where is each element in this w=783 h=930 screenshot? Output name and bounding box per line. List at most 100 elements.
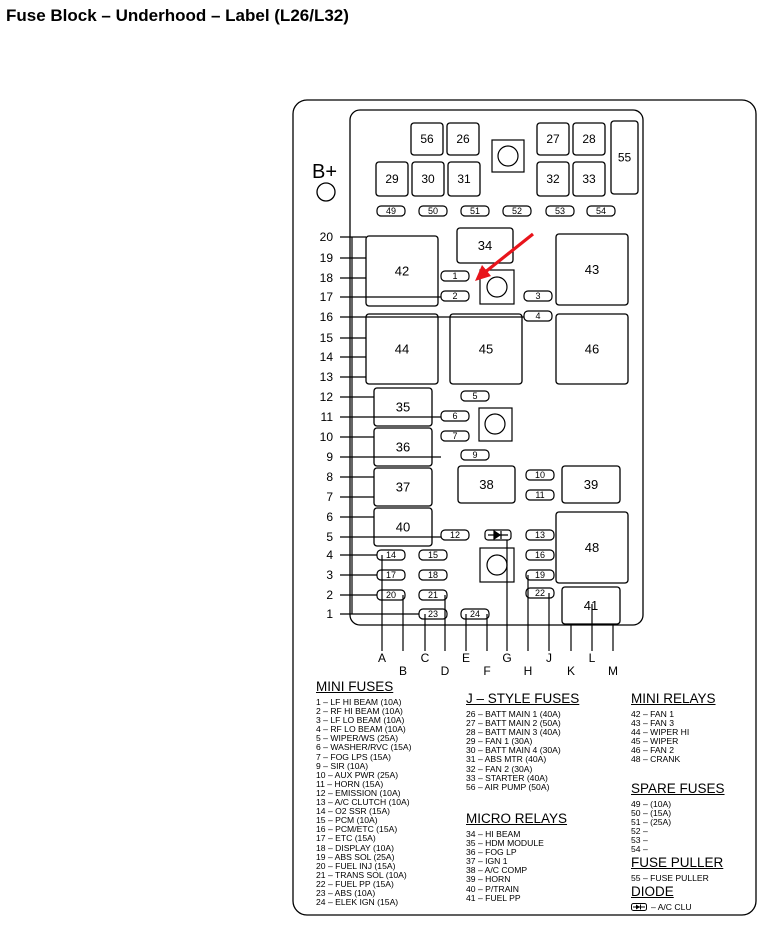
relay-box-28: [572, 122, 606, 156]
mini-fuse-label: 49: [386, 206, 396, 216]
mini-fuse-label: 2: [452, 291, 457, 301]
relay-box-27: [536, 122, 570, 156]
relay-box-label: 38: [479, 477, 493, 492]
relay-box-37: [373, 467, 433, 507]
relay-box-label: 44: [395, 342, 409, 357]
relay-box-45: [449, 313, 523, 385]
legend-micro-relay-item: 40 – P/TRAIN: [466, 883, 520, 894]
relay-box-36: [373, 427, 433, 467]
legend-mini-relay-item: 45 – WIPER: [631, 736, 679, 747]
callout-letter-A: A: [378, 651, 386, 665]
diode-icon: [484, 529, 512, 541]
relay-box-label: 55: [618, 151, 632, 165]
legend-mini-fuse-item: 23 – ABS (10A): [316, 887, 376, 898]
legend-mini-fuse-item: 19 – ABS SOL (25A): [316, 851, 395, 862]
legend-mini-fuse-item: 1 – LF HI BEAM (10A): [316, 697, 402, 707]
legend-mini-relay-item: 44 – WIPER HI: [631, 727, 690, 738]
mini-fuse-label: 22: [535, 588, 545, 598]
callout-letter-K: K: [567, 664, 575, 678]
legend-micro-relay-item: 35 – HDM MODULE: [466, 838, 544, 849]
relay-box-42: [365, 235, 439, 307]
legend-j-style-fuse-item: 30 – BATT MAIN 4 (30A): [466, 745, 561, 756]
legend-spare-fuse-item: 51 – (25A): [631, 817, 672, 828]
fuse-block-outline: [349, 109, 644, 626]
callout-letter-J: J: [546, 651, 552, 665]
relay-box-label: 36: [396, 440, 410, 455]
callout-letter-B: B: [399, 664, 407, 678]
callout-number-12: 12: [320, 390, 334, 404]
callout-number-2: 2: [326, 588, 333, 602]
legend-micro-relay-item: 38 – A/C COMP: [466, 865, 528, 876]
legend-fuse-puller: FUSE PULLER 55 – FUSE PULLER: [631, 855, 723, 883]
mini-fuse-3: [523, 290, 553, 302]
legend-diode-item: – A/C CLU: [651, 902, 692, 912]
mini-fuse-label: 13: [535, 530, 545, 540]
callout-letter-L: L: [589, 651, 596, 665]
relay-box-label: 37: [396, 480, 410, 495]
mini-fuse-7: [440, 430, 470, 442]
callout-number-13: 13: [320, 370, 334, 384]
mini-fuse-label: 17: [386, 570, 396, 580]
mini-fuse-label: 23: [428, 609, 438, 619]
legend-mini-relay-item: 48 – CRANK: [631, 754, 681, 765]
page-title: Fuse Block – Underhood – Label (L26/L32): [6, 6, 349, 25]
callout-letter-D: D: [441, 664, 450, 678]
mini-fuse-label: 7: [452, 431, 457, 441]
relay-box-label: 26: [456, 132, 470, 146]
legend-fuse-puller-heading: FUSE PULLER: [631, 855, 724, 870]
legend-diode-row: – A/C CLU: [631, 902, 692, 912]
mini-fuse-label: 9: [472, 450, 477, 460]
legend-mini-fuse-item: 9 – SIR (10A): [316, 760, 369, 771]
mini-fuse-52: [502, 205, 532, 217]
callout-letter-H: H: [524, 664, 533, 678]
mini-fuse-21: [418, 589, 448, 601]
mounting-hole-upper-bolt: [486, 276, 508, 298]
legend-mini-fuse-item: 7 – FOG LPS (15A): [316, 751, 391, 762]
mounting-hole-lower: [479, 547, 515, 583]
relay-box-label: 48: [585, 540, 599, 555]
legend-j-style-fuses: J – STYLE FUSES 26 – BATT MAIN 1 (40A)27…: [466, 691, 579, 792]
mini-fuse-label: 18: [428, 570, 438, 580]
mini-fuse-label: 12: [450, 530, 460, 540]
legend-mini-fuse-item: 13 – A/C CLUTCH (10A): [316, 797, 410, 808]
legend-spare-fuses-list: 49 – (10A)50 – (15A)51 – (25A)52 –53 –54…: [631, 799, 725, 855]
legend-j-style-fuse-item: 28 – BATT MAIN 3 (40A): [466, 727, 561, 738]
legend-j-style-fuse-item: 29 – FAN 1 (30A): [466, 736, 533, 747]
legend-mini-fuse-item: 11 – HORN (15A): [316, 778, 384, 789]
callout-letter-G: G: [502, 651, 511, 665]
mini-fuse-54: [586, 205, 616, 217]
relay-box-label: 42: [395, 264, 409, 279]
legend-spare-fuse-item: 50 – (15A): [631, 808, 672, 819]
mini-fuse-label: 51: [470, 206, 480, 216]
callout-number-15: 15: [320, 331, 334, 345]
relay-box-label: 33: [582, 172, 596, 186]
legend-mini-relay-item: 46 – FAN 2: [631, 745, 674, 756]
mini-fuse-19: [525, 569, 555, 581]
mini-fuse-12: [440, 529, 470, 541]
callout-number-3: 3: [326, 568, 333, 582]
relay-box-label: 40: [396, 520, 410, 535]
legend-micro-relay-item: 37 – IGN 1: [466, 856, 508, 867]
legend-mini-fuse-item: 3 – LF LO BEAM (10A): [316, 715, 405, 726]
relay-box-40: [373, 507, 433, 547]
callout-number-18: 18: [320, 271, 334, 285]
red-arrow-icon: [475, 232, 534, 281]
relay-box-label: 41: [584, 598, 598, 613]
mini-fuse-label: 10: [535, 470, 545, 480]
mini-fuse-18: [418, 569, 448, 581]
legend-mini-fuse-item: 21 – TRANS SOL (10A): [316, 869, 407, 880]
legend-mini-fuse-item: 6 – WASHER/RVC (15A): [316, 742, 412, 753]
legend-spare-fuse-item: 52 –: [631, 826, 648, 837]
legend-spare-fuse-item: 49 – (10A): [631, 799, 672, 809]
relay-box-34: [456, 227, 514, 264]
legend-j-style-fuse-item: 32 – FAN 2 (30A): [466, 763, 533, 774]
relay-box-label: 45: [479, 342, 493, 357]
legend-mini-fuse-item: 20 – FUEL INJ (15A): [316, 860, 396, 871]
legend-fuse-puller-item: 55 – FUSE PULLER: [631, 873, 709, 883]
callout-number-1: 1: [326, 607, 333, 621]
mounting-hole-lower-bolt: [486, 554, 508, 576]
mini-fuse-label: 52: [512, 206, 522, 216]
legend-mini-fuse-item: 24 – ELEK IGN (15A): [316, 897, 399, 908]
relay-box-label: 29: [385, 172, 399, 186]
